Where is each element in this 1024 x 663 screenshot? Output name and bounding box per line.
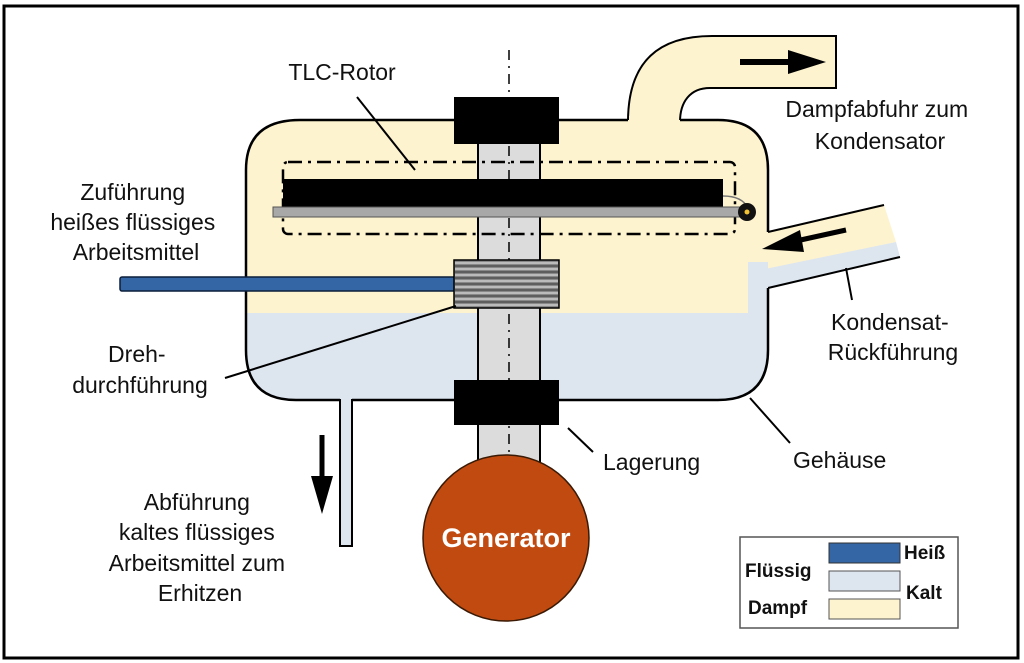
legend-liquid-label: Flüssig	[745, 561, 812, 582]
rotor-label: TLC-Rotor	[288, 59, 396, 85]
rotor-base-disk	[272, 206, 744, 218]
steam-pipe-mouth	[629, 116, 679, 124]
condensate-pipe-bottom-wall	[767, 256, 901, 289]
leader-rotary-union	[224, 305, 457, 379]
bearing-bottom	[454, 380, 559, 425]
condensate-pipe-top-wall	[767, 204, 885, 233]
cold-outlet-label: Abführung kaltes flüssiges Arbeitsmittel…	[109, 489, 292, 606]
hot-inlet-pipe	[119, 276, 457, 292]
leader-bearing	[567, 427, 594, 453]
cold-outlet-pipe	[339, 399, 353, 547]
steam-flow-arrow	[740, 50, 826, 74]
generator-label: Generator	[441, 523, 571, 553]
bearing-label: Lagerung	[603, 449, 700, 475]
condensate-pipe-liquid	[760, 242, 900, 288]
steam-outlet-label: Dampfabfuhr zum Kondensator	[785, 96, 974, 154]
generator	[422, 454, 590, 622]
legend-cold-label: Kalt	[906, 583, 943, 604]
legend-swatch-hot	[828, 542, 901, 564]
bearing-top	[454, 97, 559, 144]
cold-outlet-flow-arrow	[311, 435, 333, 514]
leader-condensate	[845, 267, 853, 301]
rotary-union	[453, 259, 560, 309]
leader-rotor	[356, 96, 416, 171]
housing-label: Gehäuse	[793, 447, 886, 473]
legend-swatch-cold	[828, 570, 901, 592]
condensate-return-label: Kondensat- Rückführung	[828, 309, 958, 365]
legend-swatch-vapor	[828, 598, 901, 620]
housing-outline	[244, 118, 770, 402]
leader-housing	[749, 397, 791, 444]
steam-outlet-pipe	[626, 35, 837, 123]
condensate-pipe-vapor	[768, 205, 896, 270]
hot-inlet-label: Zuführung heißes flüssiges Arbeitsmittel	[50, 179, 221, 265]
condensate-flow-arrow	[762, 227, 847, 252]
legend-hot-label: Heiß	[904, 543, 946, 564]
rotor-disk-stack	[283, 179, 723, 207]
rotary-union-label: Dreh- durchführung	[72, 341, 208, 398]
legend: Flüssig Dampf Heiß Kalt	[739, 536, 959, 629]
legend-vapor-label: Dampf	[748, 598, 808, 619]
nozzle-orifice	[744, 209, 750, 215]
